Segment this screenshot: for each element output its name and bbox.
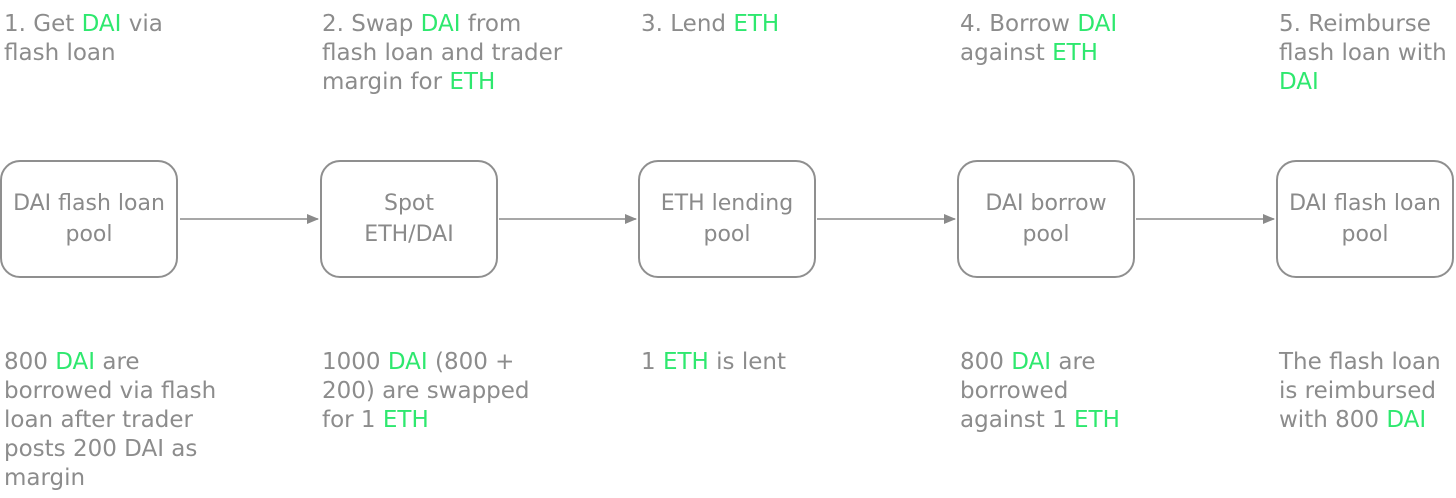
title-token-dai: DAI (81, 11, 122, 37)
caption-step-2: 1000 DAI (800 + 200) are swapped for 1 E… (322, 348, 542, 435)
step-title-2: 2. Swap DAI from flash loan and trader m… (322, 10, 582, 97)
title-token-dai: DAI (1279, 69, 1319, 95)
step-title-1: 1. Get DAI via flash loan (4, 10, 184, 68)
caption-step-1: 800 DAI are borrowed via flash loan afte… (4, 348, 234, 493)
node-label-line-2: ETH/DAI (364, 222, 454, 247)
caption-token-dai: DAI (55, 349, 96, 375)
node-label-line-1: ETH lending (660, 191, 794, 216)
node-spot-eth-dai: Spot ETH/DAI (320, 160, 498, 278)
node-label-line-1: DAI borrow (985, 191, 1107, 216)
title-text: against (960, 40, 1053, 66)
node-eth-lending-pool: ETH lending pool (638, 160, 816, 278)
title-token-eth: ETH (733, 11, 780, 37)
caption-token-eth: ETH (1074, 407, 1120, 433)
caption-step-5: The flash loan is reimbursed with 800 DA… (1279, 348, 1456, 435)
caption-step-4: 800 DAI are borrowed against 1 ETH (960, 348, 1150, 435)
caption-text: 1 (641, 349, 663, 375)
node-label-line-1: Spot (383, 191, 434, 216)
node-label-line-1: DAI flash loan (1289, 191, 1441, 216)
title-text: 5. Reimburse flash loan with (1279, 11, 1447, 66)
title-token-dai: DAI (1077, 11, 1118, 37)
node-label-line-2: pool (703, 222, 751, 247)
title-text: 3. Lend (641, 11, 734, 37)
node-dai-borrow-pool: DAI borrow pool (957, 160, 1135, 278)
caption-token-dai: DAI (1386, 407, 1427, 433)
step-title-5: 5. Reimburse flash loan with DAI (1279, 10, 1456, 97)
node-dai-flash-loan-pool-repay: DAI flash loan pool (1276, 160, 1454, 278)
title-token-dai: DAI (420, 11, 461, 37)
title-token-eth: ETH (449, 69, 496, 95)
caption-text: 1000 (322, 349, 388, 375)
caption-text: is lent (708, 349, 786, 375)
caption-text: are borrowed via flash loan after trader… (4, 349, 217, 491)
node-label-line-2: pool (1022, 222, 1070, 247)
title-text: via flash loan (4, 11, 163, 66)
caption-text: are borrowed against 1 (960, 349, 1096, 433)
title-text: 4. Borrow (960, 11, 1078, 37)
caption-token-dai: DAI (387, 349, 428, 375)
node-label-line-2: pool (65, 222, 113, 247)
caption-text: 800 (960, 349, 1012, 375)
node-label-line-1: DAI flash loan (13, 191, 165, 216)
caption-token-eth: ETH (662, 349, 709, 375)
caption-text: The flash loan is reimbursed with 800 (1279, 349, 1441, 433)
title-text: 2. Swap (322, 11, 421, 37)
node-label-line-2: pool (1341, 222, 1389, 247)
caption-token-eth: ETH (382, 407, 429, 433)
caption-step-3: 1 ETH is lent (641, 348, 861, 377)
title-text: 1. Get (4, 11, 82, 37)
caption-text: 800 (4, 349, 56, 375)
title-token-eth: ETH (1052, 40, 1098, 66)
caption-token-dai: DAI (1011, 349, 1052, 375)
step-title-4: 4. Borrow DAI against ETH (960, 10, 1150, 68)
caption-text: (800 + 200) are swapped for 1 (322, 349, 530, 433)
node-dai-flash-loan-pool: DAI flash loan pool (0, 160, 178, 278)
step-title-3: 3. Lend ETH (641, 10, 841, 39)
title-text: from flash loan and trader margin for (322, 11, 563, 95)
